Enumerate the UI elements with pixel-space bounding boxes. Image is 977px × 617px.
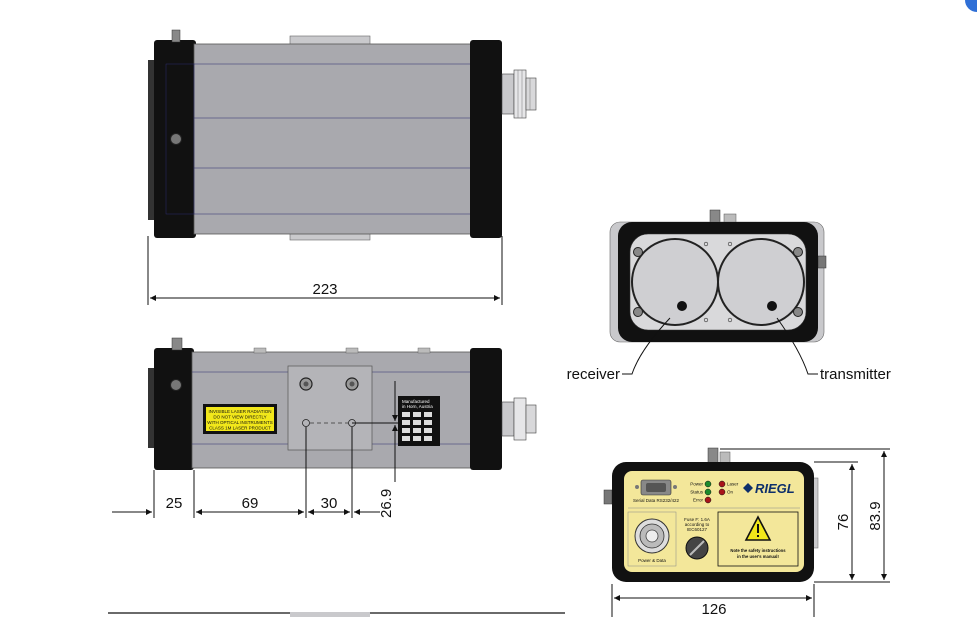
svg-text:IEC60127: IEC60127 <box>687 527 708 532</box>
riegl-logo: RIEGL <box>743 481 795 496</box>
bottom-view-partial <box>108 612 565 617</box>
side-front-rim <box>148 368 158 448</box>
dimension-length: 223 <box>312 281 337 298</box>
transmitter-lens <box>717 238 805 326</box>
svg-text:Power: Power <box>690 482 703 487</box>
receiver-aperture <box>677 301 687 311</box>
laser-led-icon <box>718 480 726 488</box>
svg-text:in Horn, Austria: in Horn, Austria <box>402 404 433 409</box>
side-rear-cap <box>470 348 502 470</box>
side-screw <box>170 133 182 145</box>
transmitter-label: transmitter <box>820 366 891 383</box>
cable-gland <box>501 69 537 119</box>
svg-text:DO NOT VIEW DIRECTLY: DO NOT VIEW DIRECTLY <box>213 415 266 420</box>
svg-text:Laser: Laser <box>727 482 739 487</box>
front-view: receiver transmitter <box>567 209 891 383</box>
transmitter-aperture <box>767 301 777 311</box>
dimension-offset-c: 30 <box>321 495 338 512</box>
svg-text:Manufactured: Manufactured <box>402 399 430 404</box>
svg-text:in the user's manual!: in the user's manual! <box>737 554 779 559</box>
svg-text:Fuse F: 1.6A: Fuse F: 1.6A <box>684 517 710 522</box>
status-leds: Power Status Error Laser On <box>690 480 739 504</box>
svg-text:WITH OPTICAL INSTRUMENTS: WITH OPTICAL INSTRUMENTS <box>207 420 273 425</box>
receiver-lens <box>631 238 719 326</box>
fuse-holder: Fuse F: 1.6A according to IEC60127 <box>684 517 710 560</box>
svg-text:Note the safety instructions: Note the safety instructions <box>730 548 786 553</box>
svg-text:On: On <box>727 490 734 495</box>
svg-text:Power & Data: Power & Data <box>638 558 666 563</box>
status-led-icon <box>704 488 712 496</box>
svg-text:RIEGL: RIEGL <box>755 481 795 496</box>
receiver-label: receiver <box>567 366 620 383</box>
corner-badge-icon <box>965 0 977 12</box>
serial-connector: Serial Data RS232/422 <box>633 479 680 503</box>
front-lens-rim <box>148 60 158 220</box>
side-cable-gland <box>501 397 537 441</box>
manufacturer-plate: Manufactured in Horn, Austria <box>398 396 440 446</box>
svg-text:INVISIBLE LASER RADIATION: INVISIBLE LASER RADIATION <box>209 409 272 414</box>
top-view: 223 <box>147 29 537 305</box>
svg-text:Status: Status <box>690 490 704 495</box>
error-led-icon <box>704 496 712 504</box>
svg-text:according to: according to <box>685 522 710 527</box>
laser-warning-label: INVISIBLE LASER RADIATION DO NOT VIEW DI… <box>203 404 277 434</box>
top-connector-stub <box>171 29 181 43</box>
svg-text:Serial Data RS232/422: Serial Data RS232/422 <box>633 498 680 503</box>
housing-body <box>193 43 473 235</box>
safety-warning: Note the safety instructions in the user… <box>717 511 799 567</box>
svg-text:CLASS 1M LASER PRODUCT: CLASS 1M LASER PRODUCT <box>209 426 271 431</box>
svg-text:Error: Error <box>693 498 704 503</box>
dimension-front-height-outer: 83.9 <box>867 501 884 530</box>
dimension-offset-a: 25 <box>166 495 183 512</box>
rear-view: Serial Data RS232/422 Power Status Error… <box>603 447 890 617</box>
dimension-offset-b: 69 <box>242 495 259 512</box>
dimension-front-height-inner: 76 <box>835 514 852 531</box>
side-view: INVISIBLE LASER RADIATION DO NOT VIEW DI… <box>112 337 537 518</box>
laser-on-led-icon <box>718 488 726 496</box>
dimension-height-center: 26.9 <box>378 489 395 518</box>
dimension-front-width: 126 <box>701 601 726 617</box>
mounting-plate <box>287 365 373 451</box>
power-led-icon <box>704 480 712 488</box>
rear-cap <box>470 40 502 238</box>
side-front-cap <box>154 348 194 470</box>
power-data-connector: Power & Data <box>627 511 677 567</box>
